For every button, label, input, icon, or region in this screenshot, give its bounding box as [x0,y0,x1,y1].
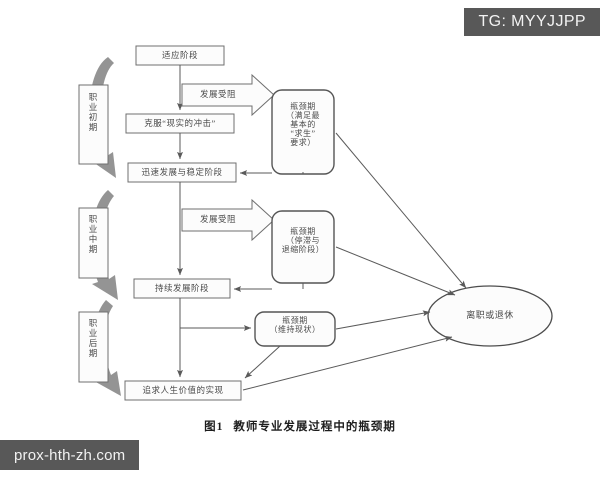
bottleneck-label-3: 瓶颈期 （维持现状） [255,316,335,335]
bottleneck-3-line-2: （维持现状） [269,324,321,334]
block-arrow-blocked-1 [181,73,275,117]
stage-label-sustained: 持续发展阶段 [154,283,209,293]
stage-label-overcome: 克服“现实的冲击” [144,118,216,128]
phase-boxes [78,84,109,383]
figure-title: 教师专业发展过程中的瓶颈期 [233,421,396,433]
block-arrow-blocked-2 [181,198,275,242]
arrow-life-value-to-terminal [242,335,453,391]
bottleneck-1-line-5: 要求） [290,137,316,147]
phase-box-early [78,84,109,165]
phase-box-middle [78,207,109,279]
bottleneck-3-line-1: 瓶颈期 [282,316,308,325]
tg-watermark-badge: TG: MYYJJPP [464,8,600,36]
phase-label-middle: 职业中期 [88,214,98,255]
figure-caption: 图1 教师专业发展过程中的瓶颈期 [0,418,600,434]
terminal-inbound-arrows [242,132,467,391]
bottleneck-1-line-4: “求生” [290,128,316,138]
bottleneck-label-2: 瓶颈期 （停滞与 退缩阶段） [270,227,336,255]
bottleneck-return-arrows [180,170,304,379]
bottleneck3-to-life-value [244,345,281,379]
block-arrows [181,73,275,242]
bottleneck-2-line-3: 退缩阶段） [281,244,325,254]
block-arrow-label-2: 发展受阻 [199,214,236,224]
stage-label-rapid-stable: 迅速发展与稳定阶段 [141,167,223,177]
stage-box-life-value [124,380,242,401]
bottleneck-box-3 [254,311,336,347]
figure-number: 图1 [204,421,224,433]
site-watermark-badge: prox-hth-zh.com [0,440,140,470]
bottleneck-1-line-3: 基本的 [290,119,316,129]
terminal-label: 离职或退休 [466,310,514,320]
arrow-bottleneck1-to-terminal [335,132,467,289]
phase-label-late: 职业后期 [88,318,98,359]
arrow-bottleneck2-to-terminal [335,246,456,296]
arrow-bottleneck3-to-terminal [335,310,431,330]
stage-label-adaptation: 适应阶段 [161,50,198,60]
bottleneck-boxes [254,89,336,347]
block-arrow-label-1: 发展受阻 [199,89,236,99]
phase-label-early: 职业初期 [88,92,98,133]
bottleneck-label-1: 瓶颈期 （满足最 基本的 “求生” 要求） [272,102,334,148]
stage-box-sustained [133,278,231,299]
bottleneck-1-line-2: （满足最 [286,110,320,120]
bottleneck-2-line-1: 瓶颈期 [290,227,316,236]
stage-box-rapid-stable [127,162,237,183]
bottleneck-2-line-2: （停滞与 [286,235,320,245]
bottleneck-1-line-1: 瓶颈期 [290,102,316,111]
phase-box-late [78,311,109,383]
stage-boxes [124,45,242,401]
stage-label-life-value: 追求人生价值的实现 [142,385,224,395]
